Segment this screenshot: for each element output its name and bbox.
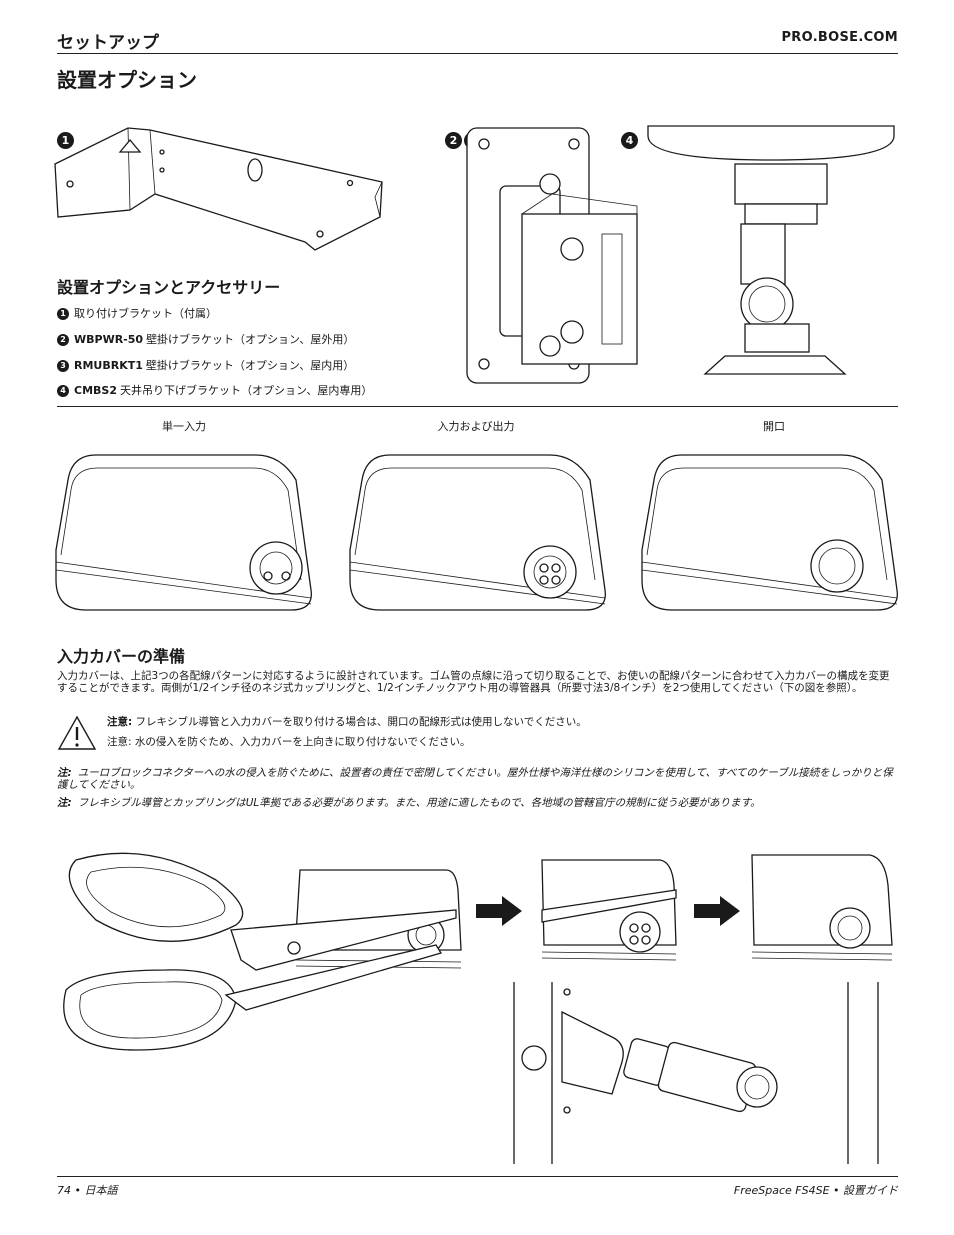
section-title: セットアップ <box>57 33 159 53</box>
accessories-title: 設置オプションとアクセサリー <box>57 278 281 297</box>
arrow-right-icon <box>694 896 740 926</box>
caption-open: 開口 <box>763 420 785 433</box>
note-text: フレキシブル導管とカップリングはUL準拠である必要があります。また、用途に適した… <box>77 797 761 809</box>
note-1: 注:ユーロブロックコネクターへの水の侵入を防ぐために、設置者の責任で密閉してくだ… <box>57 767 897 791</box>
wall-bracket-illustration <box>466 127 638 384</box>
cut-cover-illustration <box>541 859 677 961</box>
caption-input-output: 入力および出力 <box>437 420 515 433</box>
header-divider <box>57 53 898 54</box>
item-text: 壁掛けブラケット（オプション、屋外用） <box>146 333 355 346</box>
note-label: 注: <box>57 797 72 809</box>
ceiling-bracket-illustration <box>647 125 895 375</box>
warning-icon <box>57 715 97 750</box>
item-number: 4 <box>57 384 69 397</box>
note-label: 注: <box>57 767 72 779</box>
mounting-bracket-illustration <box>54 127 383 251</box>
conduit-installation-illustration <box>513 982 879 1164</box>
item-text: 取り付けブラケット（付属） <box>74 307 217 320</box>
page-title: 設置オプション <box>57 68 197 92</box>
caution-line-2: 注意: 水の侵入を防ぐため、入力カバーを上向きに取り付けないでください。 <box>107 736 471 748</box>
site-url[interactable]: PRO.BOSE.COM <box>781 30 898 45</box>
item-model: RMUBRKT1 <box>74 359 143 372</box>
section-divider <box>57 406 898 407</box>
item-number: 2 <box>57 333 69 346</box>
badge-number: 4 <box>621 132 638 149</box>
caution-text: フレキシブル導管と入力カバーを取り付ける場合は、開口の配線形式は使用しないでくだ… <box>135 716 587 728</box>
item-model: WBPWR-50 <box>74 333 144 346</box>
badge-number: 2 <box>445 132 462 149</box>
accessory-item: 1 取り付けブラケット（付属） <box>57 305 217 321</box>
footer-divider <box>57 1176 898 1177</box>
item-text: 天井吊り下げブラケット（オプション、屋内専用） <box>119 384 373 397</box>
item-number: 1 <box>57 307 69 320</box>
note-text: ユーロブロックコネクターへの水の侵入を防ぐために、設置者の責任で密閉してください… <box>57 767 893 791</box>
figure-badge-4: 4 <box>621 129 640 149</box>
input-cover-body: 入力カバーは、上記3つの各配線パターンに対応するように設計されています。ゴム管の… <box>57 670 890 694</box>
arrow-right-icon <box>476 896 522 926</box>
input-cover-open-illustration <box>641 454 898 611</box>
open-cover-result-illustration <box>751 854 893 961</box>
caution-label: 注意: <box>107 716 133 728</box>
item-number: 3 <box>57 359 69 372</box>
caution-line-1: 注意: フレキシブル導管と入力カバーを取り付ける場合は、開口の配線形式は使用しな… <box>107 714 587 729</box>
badge-number: 1 <box>57 132 74 149</box>
scissors-cutting-illustration <box>63 852 462 1051</box>
document-title: FreeSpace FS4SE • 設置ガイド <box>733 1184 898 1197</box>
page-number: 74 • 日本語 <box>57 1184 118 1197</box>
item-model: CMBS2 <box>74 384 117 397</box>
item-text: 壁掛けブラケット（オプション、屋内用） <box>145 359 355 372</box>
figure-badge-1: 1 <box>57 129 76 149</box>
note-2: 注: フレキシブル導管とカップリングはUL準拠である必要があります。また、用途に適… <box>57 797 897 809</box>
input-cover-single-illustration <box>55 454 312 611</box>
caption-single-input: 単一入力 <box>162 420 206 433</box>
input-cover-title: 入力カバーの準備 <box>57 647 186 666</box>
input-cover-dual-illustration <box>349 454 606 611</box>
